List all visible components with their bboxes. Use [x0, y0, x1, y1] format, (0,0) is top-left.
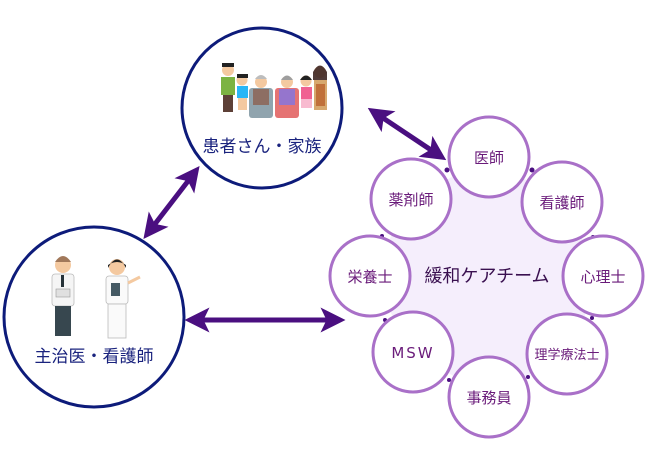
- member-pharmacist-label: 薬剤師: [388, 191, 433, 209]
- member-msw-label: MSW: [391, 344, 434, 362]
- doctor-nurse-illustration: [51, 256, 141, 339]
- node-doctor-nurse: 主治医・看護師: [2, 225, 186, 409]
- member-psychologist: 心理士: [561, 234, 645, 318]
- arrow-family-team: [367, 107, 447, 161]
- member-psychologist-label: 心理士: [580, 268, 625, 286]
- team-members: 医師 看護師 心理士 理学療法士 事務員 MSW 栄養士 薬剤師: [328, 115, 645, 439]
- member-msw: MSW: [371, 310, 455, 394]
- arrow-family-doctor: [143, 166, 200, 239]
- team-label: 緩和ケアチーム: [424, 266, 549, 287]
- member-doctor: 医師: [447, 115, 531, 199]
- member-pharmacist: 薬剤師: [369, 157, 453, 241]
- doctor-nurse-label: 主治医・看護師: [35, 347, 154, 367]
- family-illustration: [221, 63, 327, 118]
- member-connectors: [380, 167, 595, 382]
- member-nurse: 看護師: [520, 160, 604, 244]
- member-physical-therapist-label: 理学療法士: [534, 347, 599, 363]
- member-dietitian: 栄養士: [328, 234, 412, 318]
- member-dietitian-label: 栄養士: [347, 268, 392, 286]
- member-clerk: 事務員: [447, 355, 531, 439]
- node-patient-family: 患者さん・家族: [180, 26, 344, 190]
- member-physical-therapist: 理学療法士: [525, 312, 609, 396]
- member-nurse-label: 看護師: [539, 194, 584, 212]
- patient-family-label: 患者さん・家族: [203, 137, 322, 157]
- member-doctor-label: 医師: [474, 149, 504, 167]
- member-clerk-label: 事務員: [466, 389, 511, 407]
